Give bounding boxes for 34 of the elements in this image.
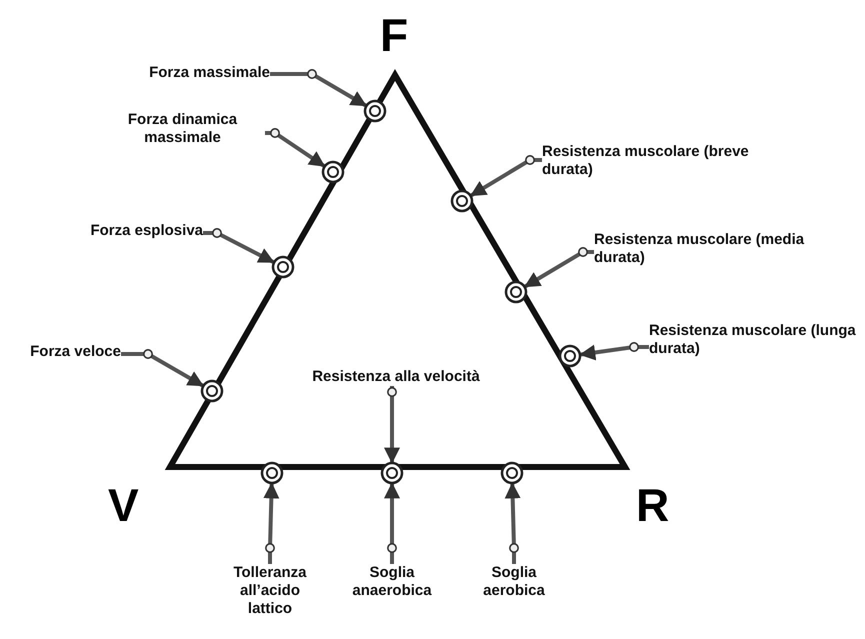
ring-marker [558, 344, 582, 368]
node-label: Soglia aerobica [464, 564, 564, 600]
ring-marker [450, 189, 474, 213]
leader-arrow [263, 128, 326, 168]
vertex-letter: F [380, 12, 408, 58]
node-label: Soglia anaerobica [342, 564, 442, 600]
ring-marker [363, 99, 387, 123]
ring-marker [260, 461, 284, 485]
ring-marker [380, 461, 404, 485]
node-label: Tolleranza all’acido lattico [220, 564, 320, 618]
ring-marker [200, 379, 224, 403]
leader-arrow [524, 247, 596, 288]
node-label: Resistenza muscolare (lunga durata) [649, 322, 863, 358]
vertex-letter: R [636, 482, 670, 528]
leader-arrow [384, 484, 400, 566]
leader-arrow [470, 155, 544, 198]
node-label: Resistenza alla velocità [276, 368, 516, 386]
ring-marker [271, 255, 295, 279]
node-label: Forza veloce [5, 343, 121, 361]
leader-arrow [201, 228, 274, 264]
leader-arrow [580, 342, 651, 360]
ring-marker [321, 160, 345, 184]
vertex-letter: V [108, 482, 139, 528]
leader-arrow [504, 484, 520, 566]
ring-marker [504, 280, 528, 304]
leader-arrow [384, 386, 400, 462]
node-label: Resistenza muscolare (media durata) [594, 231, 816, 267]
node-label: Forza esplosiva [48, 222, 203, 240]
node-label: Forza dinamica massimale [100, 111, 265, 147]
node-label: Resistenza muscolare (breve durata) [542, 143, 764, 179]
leader-arrow [268, 69, 367, 108]
ring-marker [500, 461, 524, 485]
leader-arrow [264, 484, 280, 566]
node-label: Forza massimale [128, 64, 270, 82]
